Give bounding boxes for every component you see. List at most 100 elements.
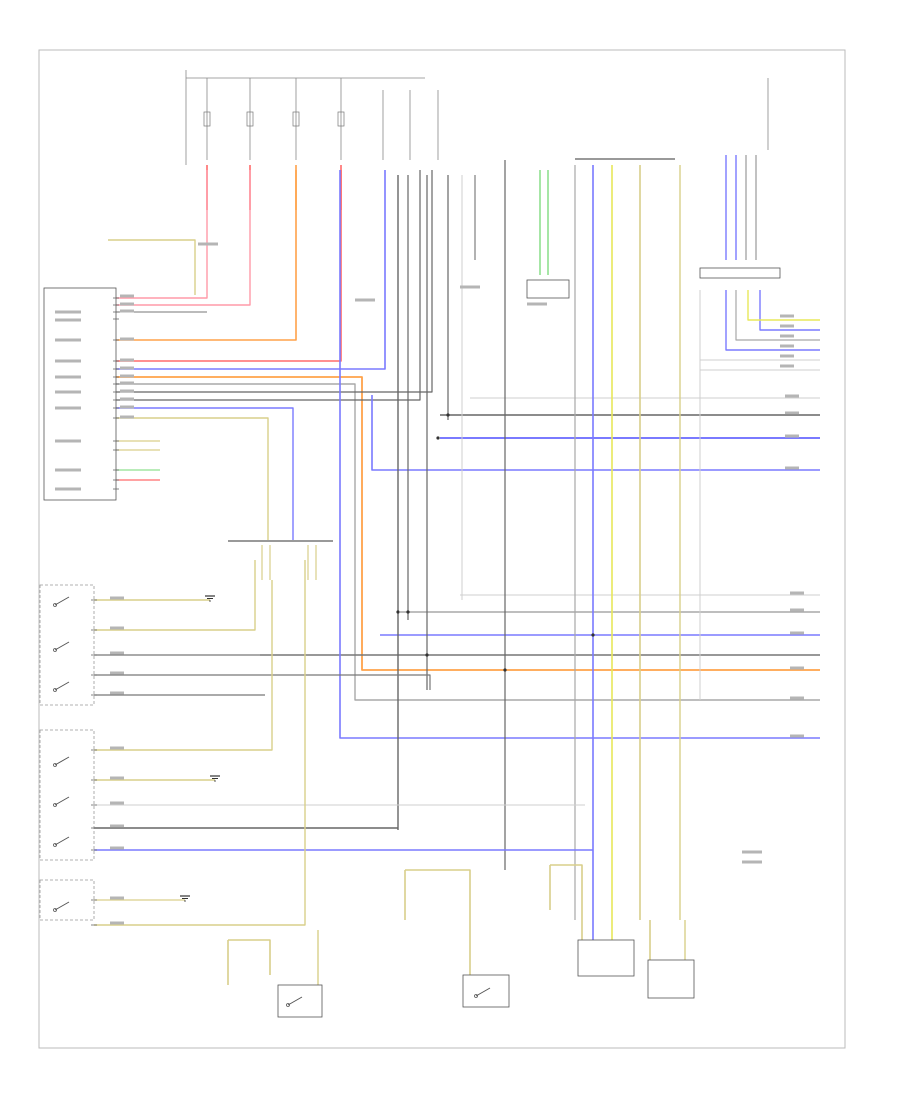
wire-tan — [108, 239, 196, 295]
diagram-frame — [38, 49, 846, 1049]
lamp-switch — [54, 836, 70, 846]
splice-dot — [406, 610, 410, 614]
pin-label — [785, 394, 799, 398]
wire-tan — [94, 580, 273, 751]
pin-label — [110, 776, 124, 780]
wire-orange — [116, 376, 820, 671]
pin-label — [110, 651, 124, 655]
hood-switch — [54, 901, 70, 911]
wire-tan — [550, 864, 583, 940]
lock-switch — [475, 987, 491, 997]
pin-label — [110, 896, 124, 900]
wire-tan — [405, 869, 471, 975]
switch-contact — [53, 648, 57, 652]
pin-label — [120, 381, 134, 385]
pin-label — [110, 846, 124, 850]
switch-contact — [474, 994, 478, 998]
actuator-module — [647, 959, 695, 999]
wire-gray — [116, 383, 820, 701]
splice-dot — [425, 653, 429, 657]
pin-label — [780, 314, 794, 318]
pin-label — [120, 405, 134, 409]
wire-pink — [116, 170, 208, 299]
switch-contact — [53, 763, 57, 767]
wire-black — [116, 170, 433, 393]
pin-label — [460, 285, 480, 289]
wire-black — [94, 674, 431, 690]
pin-label — [120, 294, 134, 298]
pin-label — [790, 734, 804, 738]
pin-label — [780, 364, 794, 368]
switch-contact — [53, 843, 57, 847]
wire-blue — [116, 407, 294, 540]
pin-label — [780, 334, 794, 338]
pin-label — [790, 696, 804, 700]
wire-tan — [94, 560, 306, 926]
wire-red — [116, 170, 342, 362]
pin-label — [790, 631, 804, 635]
switch-contact — [53, 603, 57, 607]
lock-actuator — [462, 974, 510, 1008]
wire-blue — [725, 290, 820, 351]
pin-label — [55, 439, 81, 443]
wire-tan — [116, 417, 269, 540]
wire-gray — [735, 290, 820, 341]
pin-label — [790, 591, 804, 595]
lamp-switch — [54, 796, 70, 806]
fuse-icon — [203, 111, 211, 127]
ground-component — [526, 279, 570, 299]
wire-blue — [116, 170, 386, 370]
pin-label — [55, 359, 81, 363]
pin-label — [785, 466, 799, 470]
switch-contact — [286, 1003, 290, 1007]
pin-label — [120, 337, 134, 341]
connector-header — [575, 158, 675, 160]
pin-label — [55, 390, 81, 394]
pin-label — [780, 344, 794, 348]
switch-assembly-1 — [39, 584, 95, 706]
wire-orange — [116, 170, 297, 341]
actuator-module — [577, 939, 635, 977]
switch-contact — [53, 688, 57, 692]
pin-label — [120, 415, 134, 419]
pin-label — [110, 691, 124, 695]
splice-dot — [396, 610, 400, 614]
pin-label — [198, 242, 218, 246]
switch-assembly-3 — [39, 879, 95, 921]
pin-label — [742, 850, 762, 854]
switch-contact — [53, 908, 57, 912]
control-module — [43, 287, 117, 501]
pin-label — [527, 302, 547, 306]
wire-pink — [116, 170, 251, 306]
fuse-icon — [246, 111, 254, 127]
pin-label — [110, 626, 124, 630]
pin-label — [790, 666, 804, 670]
pin-label — [110, 671, 124, 675]
pin-label — [780, 354, 794, 358]
pin-label — [785, 411, 799, 415]
pin-label — [742, 860, 762, 864]
pin-label — [55, 310, 81, 314]
wire-tan — [228, 939, 271, 975]
splice-dot — [446, 413, 450, 417]
wire-black — [116, 170, 421, 401]
pin-label — [120, 309, 134, 313]
switch-assembly-2 — [39, 729, 95, 861]
latch-switch — [287, 996, 303, 1006]
connector-block — [699, 267, 781, 279]
lamp-switch — [54, 756, 70, 766]
pin-label — [110, 746, 124, 750]
wire-blue — [759, 290, 820, 331]
wire-tan — [94, 560, 256, 631]
pin-label — [55, 318, 81, 322]
component-layer — [39, 111, 804, 1018]
splice-dot — [503, 668, 507, 672]
pin-label — [120, 366, 134, 370]
pin-label — [120, 358, 134, 362]
wire-layer — [94, 70, 820, 985]
pin-label — [55, 375, 81, 379]
pin-label — [780, 324, 794, 328]
pin-label — [110, 801, 124, 805]
connector-header — [228, 540, 333, 542]
